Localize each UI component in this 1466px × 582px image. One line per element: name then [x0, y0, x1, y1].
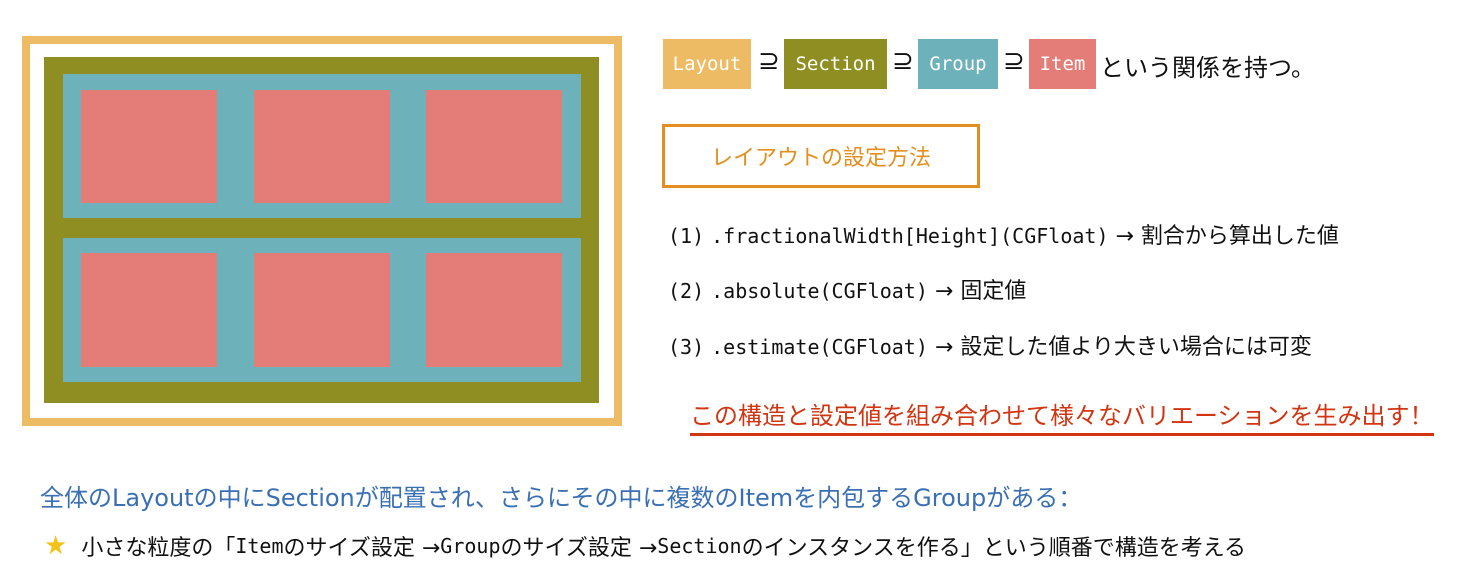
star-icon: ★ [44, 531, 68, 561]
item-box [81, 90, 217, 203]
process-text-part: のサイズ設定 → [500, 536, 658, 561]
arrow-icon: → [934, 279, 954, 304]
process-text-part: 小さな粒度の「 [81, 536, 236, 561]
item-box [426, 90, 562, 203]
superset-symbol: ⊇ [1003, 46, 1025, 76]
highlight-text: この構造と設定値を組み合わせて様々なバリエーションを生み出す！ [690, 396, 1434, 436]
summary-text: 全体のLayoutの中にSectionが配置され、さらにその中に複数のItemを… [40, 484, 1083, 512]
option-item: (3) .estimate(CGFloat) → 設定した値より大きい場合には可… [668, 329, 1312, 361]
item-code: Item [235, 534, 284, 558]
option-number: (1) [668, 224, 705, 248]
option-number: (2) [668, 279, 705, 303]
process-text-part: のインスタンスを作る」という順番で構造を考える [741, 536, 1247, 561]
option-description: 割合から算出した値 [1140, 224, 1339, 249]
item-box [426, 253, 562, 367]
process-text-part: のサイズ設定 → [283, 536, 441, 561]
option-description: 固定値 [960, 279, 1027, 304]
legend-group-chip: Group [918, 39, 998, 89]
arrow-icon: → [1115, 224, 1134, 249]
settings-title: レイアウトの設定方法 [662, 124, 980, 188]
option-item: (1) .fractionalWidth[Height](CGFloat) → … [668, 218, 1339, 250]
legend-layout-chip: Layout [663, 39, 751, 89]
legend-description: という関係を持つ。 [1100, 54, 1316, 82]
section-code: Section [657, 534, 742, 558]
superset-symbol: ⊇ [892, 46, 914, 76]
option-number: (3) [668, 335, 705, 359]
option-item: (2) .absolute(CGFloat) → 固定値 [668, 273, 1026, 305]
arrow-icon: → [934, 335, 954, 360]
option-code: .absolute(CGFloat) [711, 279, 928, 303]
option-code: .fractionalWidth[Height](CGFloat) [711, 224, 1109, 248]
item-box [81, 253, 217, 367]
item-box [254, 253, 390, 367]
legend-section-chip: Section [784, 39, 887, 89]
group-code: Group [440, 534, 501, 558]
option-description: 設定した値より大きい場合には可変 [960, 335, 1312, 360]
superset-symbol: ⊇ [758, 46, 780, 76]
item-box [254, 90, 390, 203]
legend-item-chip: Item [1029, 39, 1096, 89]
option-code: .estimate(CGFloat) [711, 335, 928, 359]
process-order-line: ★ 小さな粒度の「 Item のサイズ設定 → Group のサイズ設定 → S… [44, 530, 1246, 562]
